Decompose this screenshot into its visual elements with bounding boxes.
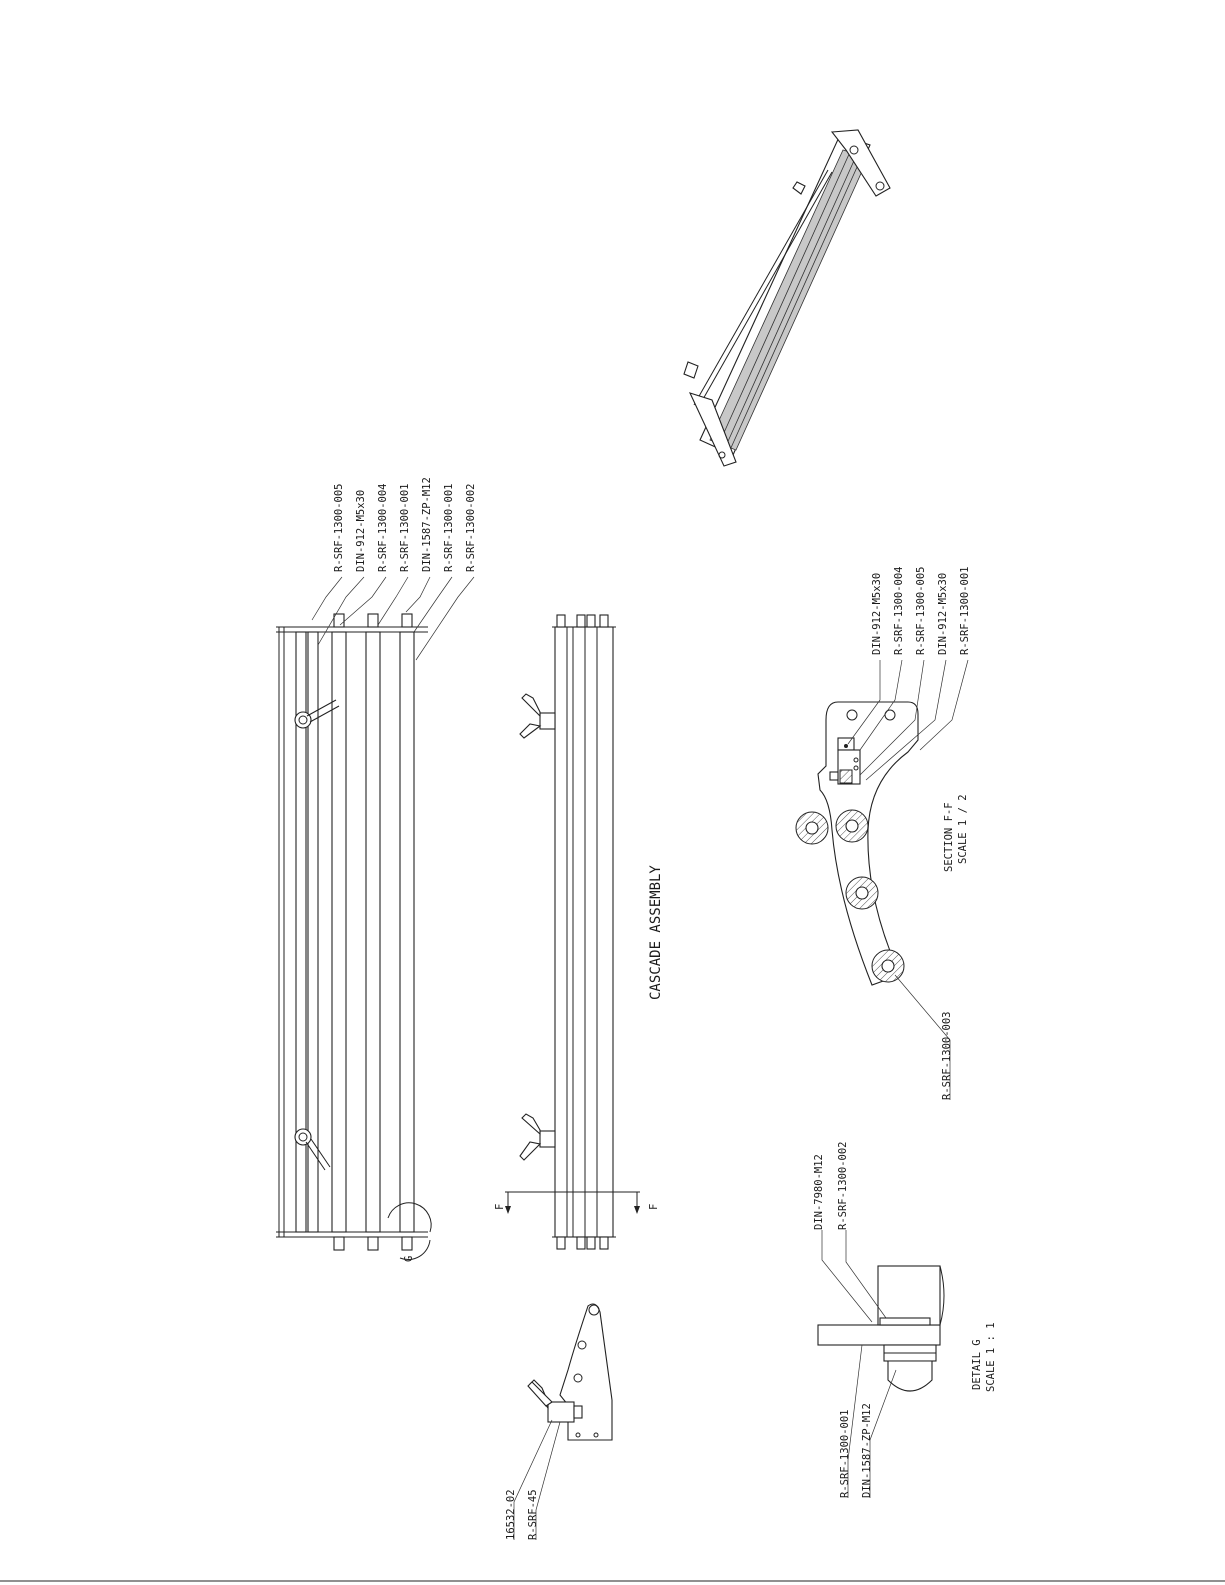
detail-g-callout: G: [387, 1202, 432, 1262]
bracket-clamp-body: [547, 1401, 575, 1423]
section-labels: DIN-912-M5x30 R-SRF-1300-004 R-SRF-1300-…: [871, 566, 971, 1100]
bracket-leaders: [513, 1419, 561, 1540]
side-nuts-bottom: [556, 1236, 609, 1250]
side-body: [554, 626, 614, 1238]
section-roller-holes: [795, 809, 905, 983]
detail-g-view: DIN-7980-M12 R-SRF-1300-002 R-SRF-1300-0…: [813, 1141, 997, 1498]
side-nuts-top: [556, 614, 609, 628]
detail-roller: [877, 1265, 941, 1326]
detail-leaders: [821, 1230, 897, 1498]
roller-3: [399, 631, 415, 1233]
iso-rail: [693, 169, 829, 406]
label-din-912-m5x30: DIN-912-M5x30: [355, 490, 367, 572]
detail-label-r-srf-1300-002: R-SRF-1300-002: [837, 1141, 849, 1230]
detail-plate: [817, 1324, 941, 1346]
label-r-srf-1300-001-b: R-SRF-1300-001: [443, 483, 455, 572]
main-view-leaders: [311, 576, 475, 661]
roller-nuts-bottom: [333, 1236, 413, 1251]
section-marker-left: F: [494, 1204, 506, 1210]
roller-nuts-top: [333, 613, 413, 628]
section-scale: SCALE 1 / 2: [957, 794, 969, 864]
detail-cap-nut: [887, 1360, 933, 1392]
section-caption: SECTION F-F: [943, 802, 955, 872]
side-handle-bottom: [519, 1113, 556, 1161]
iso-end-plate-top: [830, 129, 891, 197]
roller-2: [365, 631, 381, 1233]
iso-end-plate-bottom: [688, 392, 737, 467]
iso-clamp-lever-top: [792, 181, 806, 195]
section-label-din-912-m5x30-a: DIN-912-M5x30: [871, 573, 883, 655]
section-bracket-plate: [817, 701, 919, 986]
bracket-label-16532-02: 16532-02: [505, 1489, 517, 1540]
detail-caption: DETAIL G: [971, 1339, 983, 1390]
bracket-label-r-srf-45: R-SRF-45: [527, 1489, 539, 1540]
label-r-srf-1300-005: R-SRF-1300-005: [333, 483, 345, 572]
section-label-r-srf-1300-004: R-SRF-1300-004: [893, 566, 905, 655]
main-top-view: G R-SRF-1300-005 DIN-912-M5x30 R-SRF-130…: [276, 477, 477, 1262]
main-view-labels: R-SRF-1300-005 DIN-912-M5x30 R-SRF-1300-…: [333, 477, 477, 572]
detail-label-din-7980-m12: DIN-7980-M12: [813, 1154, 825, 1230]
section-leaders: [847, 659, 969, 1100]
side-handle-top: [519, 693, 556, 739]
label-r-srf-1300-002: R-SRF-1300-002: [465, 483, 477, 572]
clamp-handle-top: [294, 699, 340, 729]
clamp-handle-bottom: [294, 1128, 331, 1171]
label-r-srf-1300-004: R-SRF-1300-004: [377, 483, 389, 572]
section-label-r-srf-1300-003: R-SRF-1300-003: [941, 1011, 953, 1100]
iso-clamp-lever-bottom: [683, 361, 699, 379]
detail-washer: [879, 1317, 931, 1326]
drawing-title: CASCADE ASSEMBLY: [648, 865, 664, 1000]
roller-1: [331, 631, 347, 1233]
isometric-view: [683, 129, 891, 467]
detail-scale: SCALE 1 : 1: [985, 1322, 997, 1392]
detail-g-marker: G: [403, 1256, 415, 1262]
section-f-f-view: DIN-912-M5x30 R-SRF-1300-004 R-SRF-1300-…: [795, 566, 971, 1100]
rail-bar: [295, 631, 307, 1233]
detail-label-din-1587-zp-m12: DIN-1587-ZP-M12: [861, 1403, 873, 1498]
bracket-view: 16532-02 R-SRF-45: [505, 1303, 613, 1540]
side-view: F F: [494, 614, 660, 1250]
section-label-r-srf-1300-005: R-SRF-1300-005: [915, 566, 927, 655]
section-line-f-f: F F: [494, 1191, 660, 1214]
section-label-r-srf-1300-001: R-SRF-1300-001: [959, 566, 971, 655]
section-marker-right: F: [648, 1204, 660, 1210]
label-r-srf-1300-001-a: R-SRF-1300-001: [399, 483, 411, 572]
section-label-din-912-m5x30-b: DIN-912-M5x30: [937, 573, 949, 655]
detail-label-r-srf-1300-001: R-SRF-1300-001: [839, 1409, 851, 1498]
label-din-1587-zp-m12: DIN-1587-ZP-M12: [421, 477, 433, 572]
